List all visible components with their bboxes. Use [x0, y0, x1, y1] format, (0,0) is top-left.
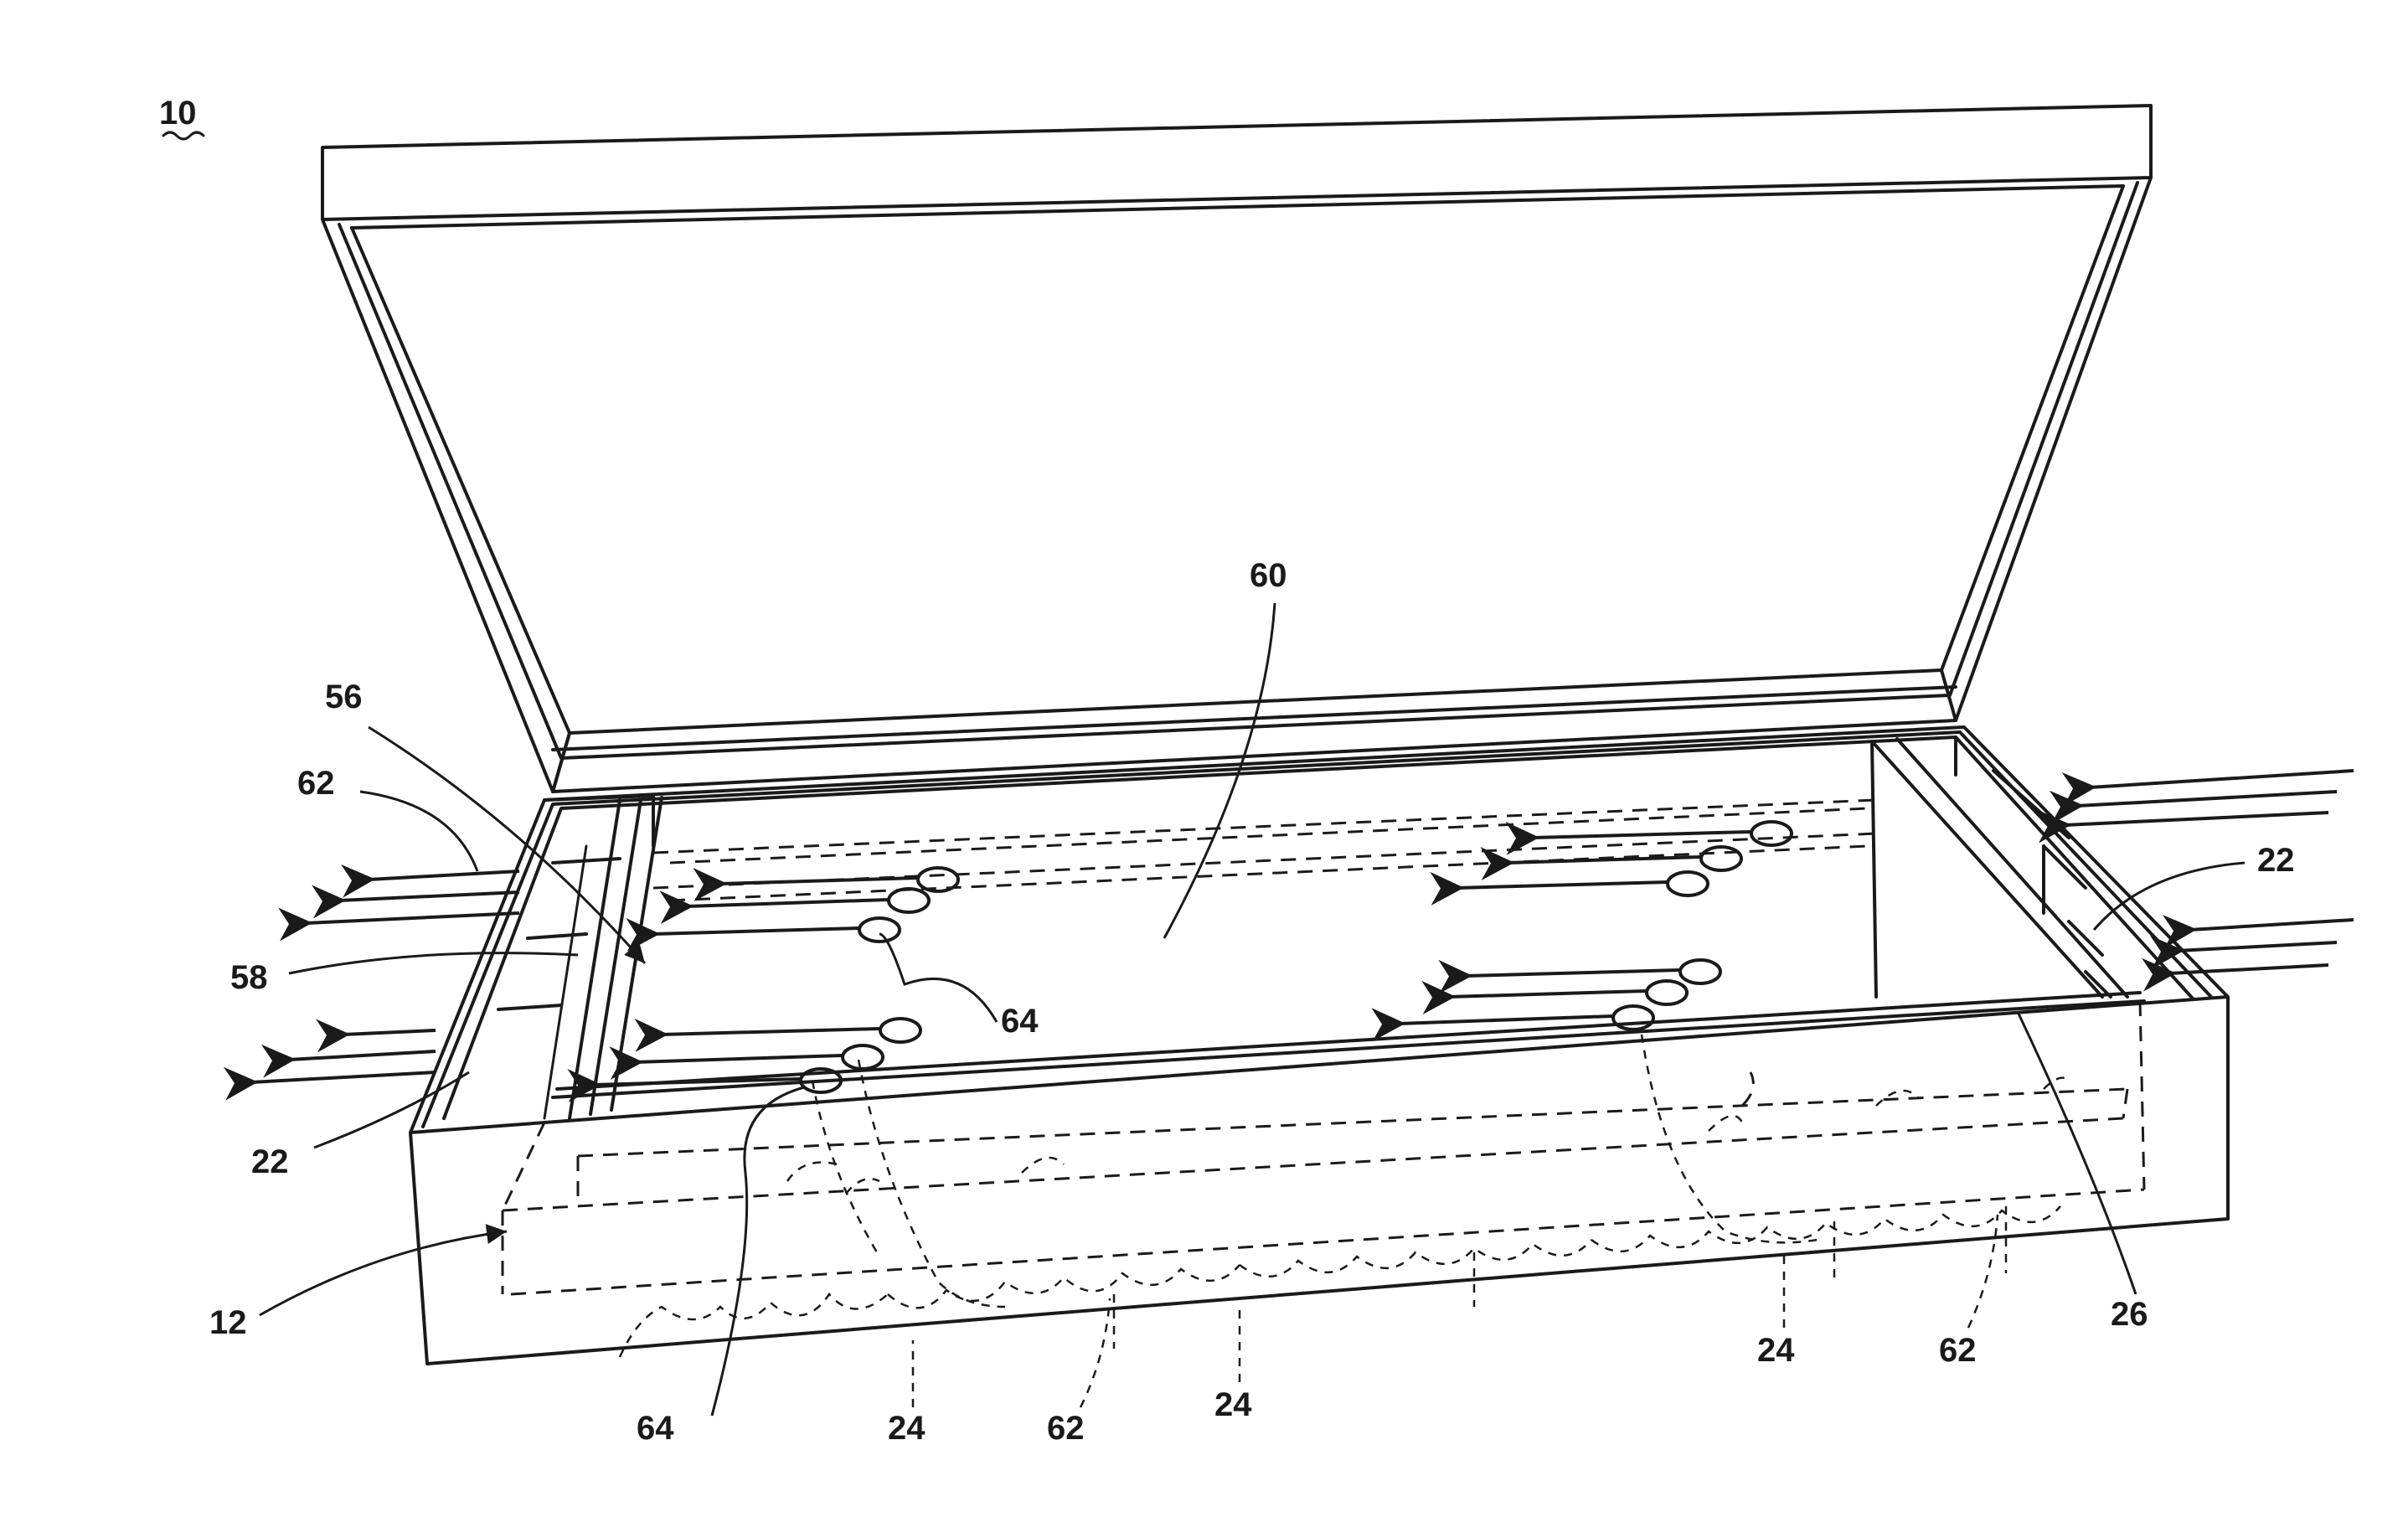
label-12: 12 — [209, 1304, 247, 1341]
base-housing — [410, 727, 2228, 1364]
label-64b: 64 — [637, 1410, 674, 1447]
label-24b: 24 — [1214, 1386, 1252, 1423]
exhaust-arrows-left — [251, 871, 519, 1082]
lid — [322, 106, 2151, 792]
label-62a: 62 — [297, 765, 335, 802]
port-7 — [1751, 822, 1792, 845]
label-22a: 22 — [251, 1143, 289, 1180]
left-compartment — [498, 796, 662, 1118]
port-3 — [859, 918, 900, 942]
port-2 — [889, 889, 929, 912]
svg-text:10: 10 — [159, 95, 197, 132]
leader-26 — [2019, 1014, 2136, 1294]
leader-64a — [879, 934, 997, 1022]
leader-62a — [360, 792, 477, 871]
leader-58 — [289, 953, 578, 973]
label-64a: 64 — [1001, 1003, 1039, 1040]
port-1 — [918, 868, 958, 891]
label-60: 60 — [1250, 557, 1287, 594]
label-62b: 62 — [1047, 1410, 1085, 1447]
label-58: 58 — [230, 959, 268, 996]
port-11 — [1647, 981, 1687, 1004]
port-4 — [880, 1019, 920, 1042]
label-56: 56 — [325, 679, 363, 715]
leader-64b — [712, 1087, 804, 1416]
port-12 — [1613, 1006, 1653, 1030]
leader-62b — [1080, 1298, 1110, 1407]
floor-channels — [670, 808, 1868, 901]
port-10 — [1680, 960, 1720, 983]
leader-12 — [260, 1231, 507, 1315]
port-8 — [1701, 847, 1741, 870]
port-5 — [843, 1045, 883, 1069]
port-9 — [1668, 872, 1708, 895]
figure-number: 10 — [159, 95, 204, 139]
leader-56 — [369, 727, 645, 963]
leader-62c — [1968, 1215, 1998, 1328]
label-26: 26 — [2111, 1296, 2148, 1333]
label-62c: 62 — [1939, 1332, 1977, 1369]
label-22b: 22 — [2257, 842, 2295, 879]
label-24a: 24 — [888, 1410, 926, 1447]
label-24c: 24 — [1757, 1332, 1795, 1369]
